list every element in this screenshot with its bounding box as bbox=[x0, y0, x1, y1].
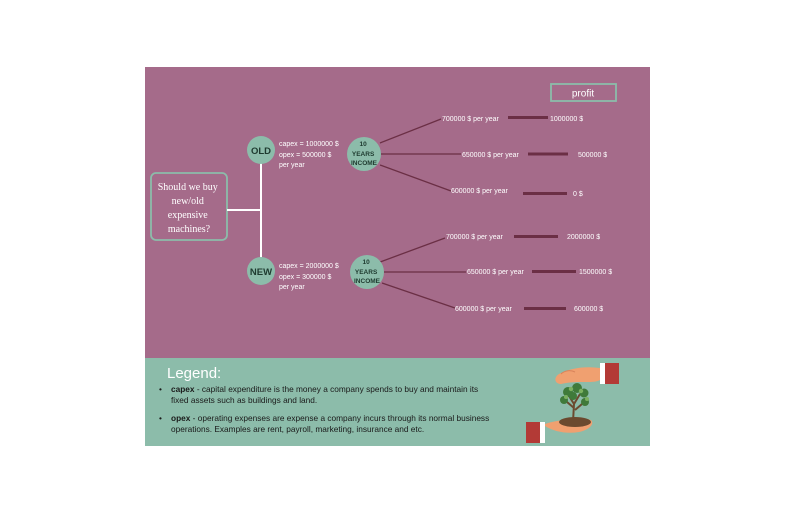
legend-term: capex bbox=[171, 384, 195, 394]
option-old: OLD capex = 1000000 $ opex = 500000 $ pe… bbox=[247, 116, 607, 198]
new-income-2: 650000 $ per year bbox=[467, 269, 524, 276]
new-profit-bars bbox=[514, 235, 576, 310]
new-profit-2: 1500000 $ bbox=[579, 269, 612, 276]
question-box: Should we buy new/old expensive machines… bbox=[150, 172, 228, 241]
legend-term: opex bbox=[171, 413, 191, 423]
bullet-icon: • bbox=[159, 384, 162, 394]
question-line: expensive bbox=[168, 210, 209, 221]
legend-panel: Legend: • capex - capital expenditure is… bbox=[145, 358, 650, 446]
new-costs: capex = 2000000 $ opex = 300000 $ per ye… bbox=[279, 263, 341, 291]
question-line: machines? bbox=[168, 224, 211, 235]
old-profit-1: 1000000 $ bbox=[550, 116, 583, 123]
legend-definition: - operating expenses are expense a compa… bbox=[171, 413, 490, 434]
legend-definition: - capital expenditure is the money a com… bbox=[171, 384, 479, 405]
new-profit-3: 600000 $ bbox=[574, 306, 603, 313]
option-new: NEW capex = 2000000 $ opex = 300000 $ pe… bbox=[247, 234, 612, 313]
new-income-node bbox=[350, 255, 384, 289]
legend-item-opex: • opex - operating expenses are expense … bbox=[159, 413, 504, 435]
new-income-label: 10 YEARS INCOME bbox=[354, 259, 381, 285]
new-node bbox=[247, 257, 275, 285]
question-line: new/old bbox=[172, 196, 204, 207]
hands-holding-plant-icon bbox=[526, 363, 619, 443]
profit-header: profit bbox=[550, 83, 617, 102]
new-node-label: NEW bbox=[250, 267, 272, 278]
question-line: Should we buy bbox=[158, 182, 218, 193]
new-income-3: 600000 $ per year bbox=[455, 306, 512, 313]
profit-label: profit bbox=[572, 89, 594, 100]
bullet-icon: • bbox=[159, 413, 162, 423]
new-profit-1: 2000000 $ bbox=[567, 234, 600, 241]
old-income-3: 600000 $ per year bbox=[451, 188, 508, 195]
new-branch-lines bbox=[379, 237, 466, 309]
old-profit-2: 500000 $ bbox=[578, 152, 607, 159]
old-profit-3: 0 $ bbox=[573, 191, 583, 198]
old-branch-lines bbox=[379, 118, 461, 192]
old-income-1: 700000 $ per year bbox=[442, 116, 499, 123]
question-connectors bbox=[227, 162, 262, 259]
svg-text:Should we buy new/old: Should we buy new/old expensive machines… bbox=[158, 182, 221, 235]
legend-item-capex: • capex - capital expenditure is the mon… bbox=[159, 384, 489, 406]
old-node bbox=[247, 136, 275, 164]
old-profit-bars bbox=[508, 116, 568, 195]
diagram-panel bbox=[145, 67, 650, 359]
old-costs: capex = 1000000 $ opex = 500000 $ per ye… bbox=[279, 141, 341, 169]
old-node-label: OLD bbox=[251, 146, 271, 157]
old-income-2: 650000 $ per year bbox=[462, 152, 519, 159]
old-income-node bbox=[347, 137, 381, 171]
old-income-label: 10 YEARS INCOME bbox=[351, 141, 378, 167]
legend-title: Legend: bbox=[167, 365, 222, 382]
new-income-1: 700000 $ per year bbox=[446, 234, 503, 241]
